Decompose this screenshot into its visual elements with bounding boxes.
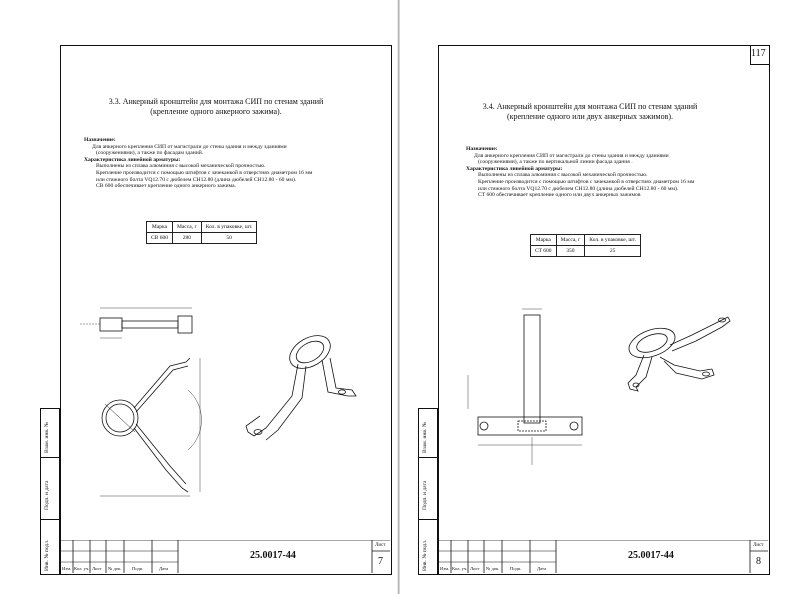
right-side-strip (418, 408, 438, 575)
right-side-label-inv: Инв. № подл. (422, 539, 428, 571)
left-side-label-inv: Инв. № подл. (44, 539, 50, 571)
left-document-code: 25.0017-44 (250, 550, 296, 561)
left-page: Инв. № подл. Подп. и дата Взам. инв. № 3… (0, 0, 397, 594)
left-technical-drawing (80, 307, 357, 497)
page-number-box (750, 45, 770, 65)
left-sheet-label: Лист (375, 543, 386, 548)
book-spine (397, 0, 400, 594)
right-side-label-replace: Взам. инв. № (422, 422, 428, 453)
right-side-label-sign: Подп. и дата (422, 480, 428, 510)
right-drawing-frame (438, 45, 770, 575)
right-section-title: 3.4. Анкерный кронштейн для монтажа СИП … (482, 102, 698, 121)
left-spec-table: Марка Масса, г Кол. в упаковке, шт. CB 6… (146, 221, 258, 244)
left-title-block: 25.0017-44 Лист 7 Изм. Кол. уч. Лист № д… (60, 540, 390, 573)
right-spec-table: Марка Масса, г Кол. в упаковке, шт. CT 6… (530, 234, 642, 257)
left-section-title: 3.3. Анкерный кронштейн для монтажа СИП … (108, 97, 324, 116)
right-document-code: 25.0017-44 (628, 550, 674, 561)
right-sheet-label: Лист (753, 543, 764, 548)
right-title-block: 25.0017-44 Лист 8 Изм. Кол. уч. Лист № д… (438, 540, 768, 573)
right-description: Назначение: Для анкерного крепления СИП … (466, 146, 762, 199)
right-purpose-heading: Назначение: (466, 146, 498, 152)
right-spec-heading: Характеристика линейной арматуры: (466, 165, 563, 172)
left-side-strip (40, 408, 60, 575)
left-description: Назначение: Для анкерного крепления СИП … (84, 137, 374, 190)
left-drawing-frame (60, 45, 392, 575)
right-page: 117 Инв. № подл. Подп. и дата Взам. инв.… (400, 0, 800, 594)
right-sheet-number: 8 (756, 556, 761, 567)
left-side-label-sign: Подп. и дата (44, 480, 50, 510)
right-technical-drawing (467, 308, 731, 465)
left-side-label-replace: Взам. инв. № (44, 422, 50, 453)
page-number: 117 (751, 48, 766, 59)
left-sheet-number: 7 (378, 556, 383, 567)
left-purpose-heading: Назначение: (84, 137, 116, 143)
left-spec-heading: Характеристика линейной арматуры: (84, 156, 181, 163)
